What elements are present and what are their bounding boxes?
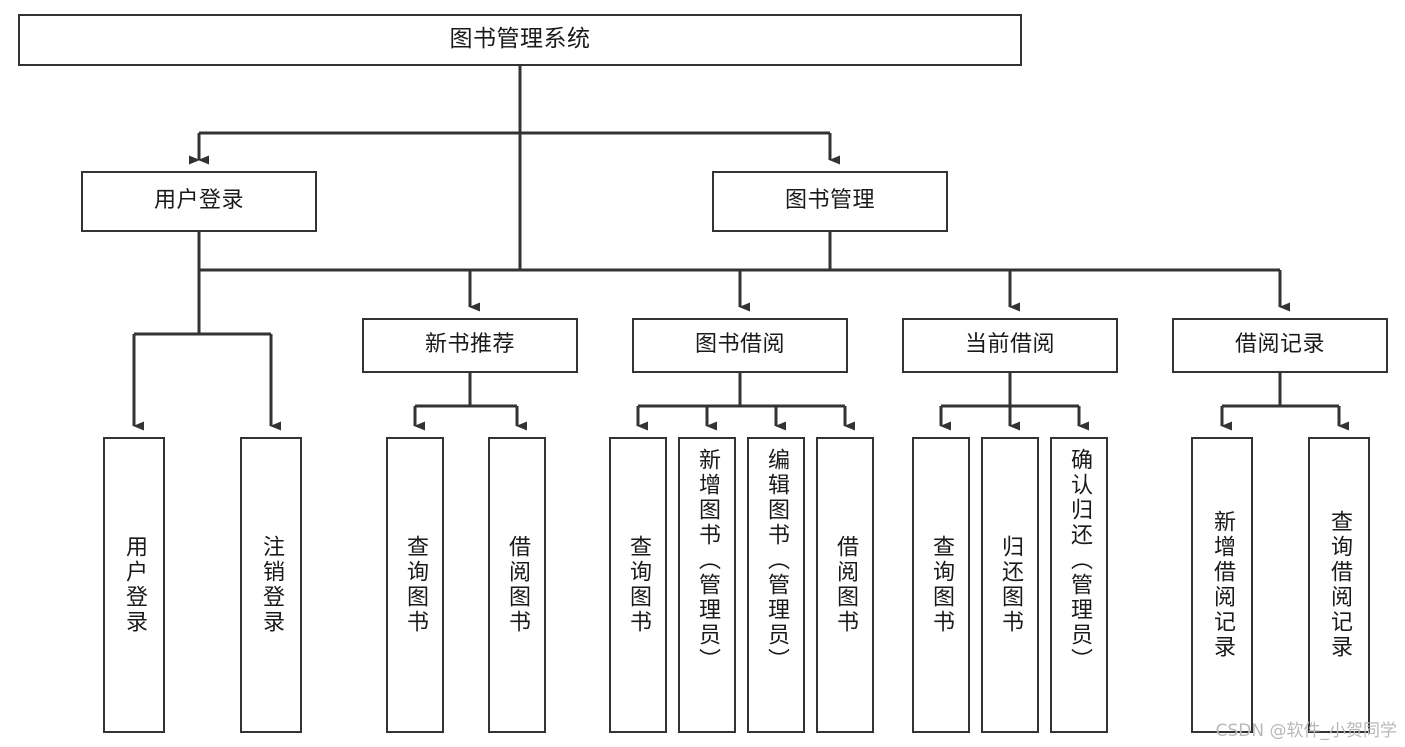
node-book-management[interactable]: 图书管理 — [712, 171, 948, 232]
leaf-borrow-edit-book-admin-label: 编辑图书（管理员） — [764, 448, 789, 673]
node-root-system-label: 图书管理系统 — [449, 26, 591, 53]
leaf-newbook-query-book[interactable]: 查询图书 — [386, 437, 444, 733]
leaf-current-query-book-label: 查询图书 — [929, 535, 954, 635]
leaf-borrow-edit-book-admin[interactable]: 编辑图书（管理员） — [747, 437, 805, 733]
node-book-borrow-label: 图书借阅 — [694, 332, 785, 358]
node-current-borrow-label: 当前借阅 — [964, 332, 1055, 358]
leaf-current-query-book[interactable]: 查询图书 — [912, 437, 970, 733]
leaf-user-login-login[interactable]: 用户登录 — [103, 437, 165, 733]
node-new-book-recommend-label: 新书推荐 — [424, 332, 515, 358]
leaf-record-add-record-label: 新增借阅记录 — [1210, 510, 1235, 660]
leaf-current-confirm-return-admin-label: 确认归还（管理员） — [1067, 448, 1092, 673]
leaf-current-confirm-return-admin[interactable]: 确认归还（管理员） — [1050, 437, 1108, 733]
leaf-record-add-record[interactable]: 新增借阅记录 — [1191, 437, 1253, 733]
leaf-borrow-borrow-book-label: 借阅图书 — [833, 535, 858, 635]
leaf-user-login-login-label: 用户登录 — [122, 535, 147, 635]
watermark-csdn: CSDN @软件_小贺同学 — [1215, 721, 1397, 741]
leaf-borrow-borrow-book[interactable]: 借阅图书 — [816, 437, 874, 733]
leaf-borrow-add-book-admin[interactable]: 新增图书（管理员） — [678, 437, 736, 733]
node-borrow-record-label: 借阅记录 — [1234, 332, 1325, 358]
leaf-borrow-add-book-admin-label: 新增图书（管理员） — [695, 448, 720, 673]
leaf-record-query-record-label: 查询借阅记录 — [1327, 510, 1352, 660]
node-user-login[interactable]: 用户登录 — [81, 171, 317, 232]
leaf-record-query-record[interactable]: 查询借阅记录 — [1308, 437, 1370, 733]
leaf-borrow-query-book-label: 查询图书 — [626, 535, 651, 635]
node-borrow-record[interactable]: 借阅记录 — [1172, 318, 1388, 373]
node-book-borrow[interactable]: 图书借阅 — [632, 318, 848, 373]
leaf-borrow-query-book[interactable]: 查询图书 — [609, 437, 667, 733]
node-book-management-label: 图书管理 — [784, 188, 875, 214]
leaf-user-login-logout-label: 注销登录 — [259, 535, 284, 635]
leaf-current-return-book-label: 归还图书 — [998, 535, 1023, 635]
leaf-user-login-logout[interactable]: 注销登录 — [240, 437, 302, 733]
node-root-system[interactable]: 图书管理系统 — [18, 14, 1022, 66]
node-user-login-label: 用户登录 — [153, 188, 244, 214]
node-current-borrow[interactable]: 当前借阅 — [902, 318, 1118, 373]
node-new-book-recommend[interactable]: 新书推荐 — [362, 318, 578, 373]
leaf-newbook-query-book-label: 查询图书 — [403, 535, 428, 635]
leaf-current-return-book[interactable]: 归还图书 — [981, 437, 1039, 733]
leaf-newbook-borrow-book-label: 借阅图书 — [505, 535, 530, 635]
leaf-newbook-borrow-book[interactable]: 借阅图书 — [488, 437, 546, 733]
